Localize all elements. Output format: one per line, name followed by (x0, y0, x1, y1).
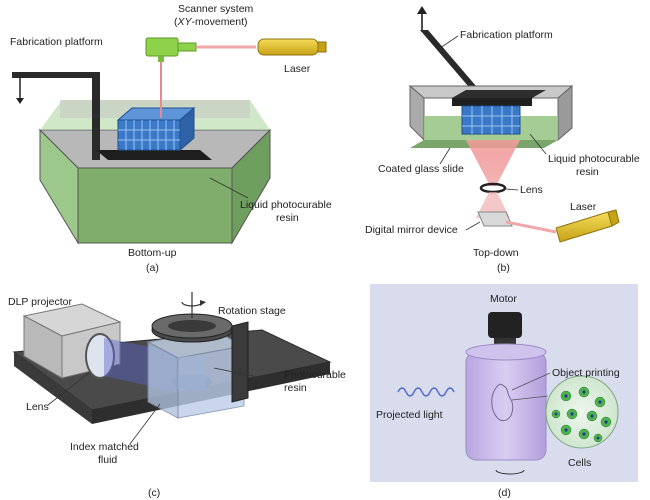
light-wave-icon (397, 387, 455, 397)
dmd-label: Digital mirror device (365, 224, 458, 236)
lens-disc (85, 333, 115, 379)
scanner-system (145, 37, 256, 118)
resin-label-line1: Liquid photocurable (240, 199, 332, 211)
panel-c: DLP projector Rotation stage Photocurabl… (8, 292, 346, 499)
lens-label-b: Lens (520, 184, 543, 196)
scanner-label-line1: Scanner system (178, 3, 254, 15)
panel-a-caption: (a) (146, 262, 159, 274)
platform-label: Fabrication platform (10, 36, 103, 48)
fabrication-platform (12, 72, 212, 160)
scaffold-object-b (461, 105, 521, 135)
index-fluid-container (146, 329, 246, 419)
fluid-label-line2: fluid (98, 454, 117, 466)
object-label: Object printing (552, 367, 620, 379)
scaffold-object (116, 106, 196, 152)
lens-label-c: Lens (26, 401, 49, 413)
panel-d: Motor Object printing Projected light Ce… (370, 284, 638, 499)
laser-device-b (555, 209, 620, 243)
panel-b: Fabrication platform Coated glass slide … (365, 6, 640, 274)
lens-ring (479, 182, 507, 194)
motor-label: Motor (490, 293, 517, 305)
projection-beam (466, 140, 520, 186)
panel-a: Scanner system (XY-movement) Fabrication… (10, 3, 332, 274)
laser-label-b: Laser (570, 201, 597, 213)
light-label: Projected light (376, 409, 443, 421)
panel-b-caption: (b) (497, 262, 510, 274)
platform-label-b: Fabrication platform (460, 29, 553, 41)
resin-label-line2: resin (276, 212, 299, 224)
laser-device (257, 38, 327, 56)
scanner-label-line2: (XY-movement) (174, 16, 248, 28)
panel-c-caption: (c) (148, 487, 160, 499)
dlp-projector (22, 303, 122, 379)
mode-label: Bottom-up (128, 247, 177, 259)
rotation-label: Rotation stage (218, 305, 286, 317)
digital-mirror-device (477, 211, 513, 227)
rotation-arrow-d-icon (495, 469, 525, 475)
laser-label: Laser (284, 63, 311, 75)
resin-label-c-line2: resin (284, 382, 307, 394)
resin-label-b-line2: resin (576, 166, 599, 178)
printed-object (491, 383, 514, 422)
panel-d-caption: (d) (498, 487, 511, 499)
mode-label-b: Top-down (473, 247, 519, 259)
vial (465, 343, 547, 461)
rotation-stage (151, 292, 249, 403)
cells-label: Cells (568, 457, 591, 469)
fluid-label-line1: Index matched (70, 441, 139, 453)
resin-label-c-line1: Photocurable (284, 369, 346, 381)
resin-label-b-line1: Liquid photocurable (548, 153, 640, 165)
cells-magnified (511, 375, 619, 449)
slide-label: Coated glass slide (378, 163, 464, 175)
projector-label: DLP projector (8, 296, 73, 308)
